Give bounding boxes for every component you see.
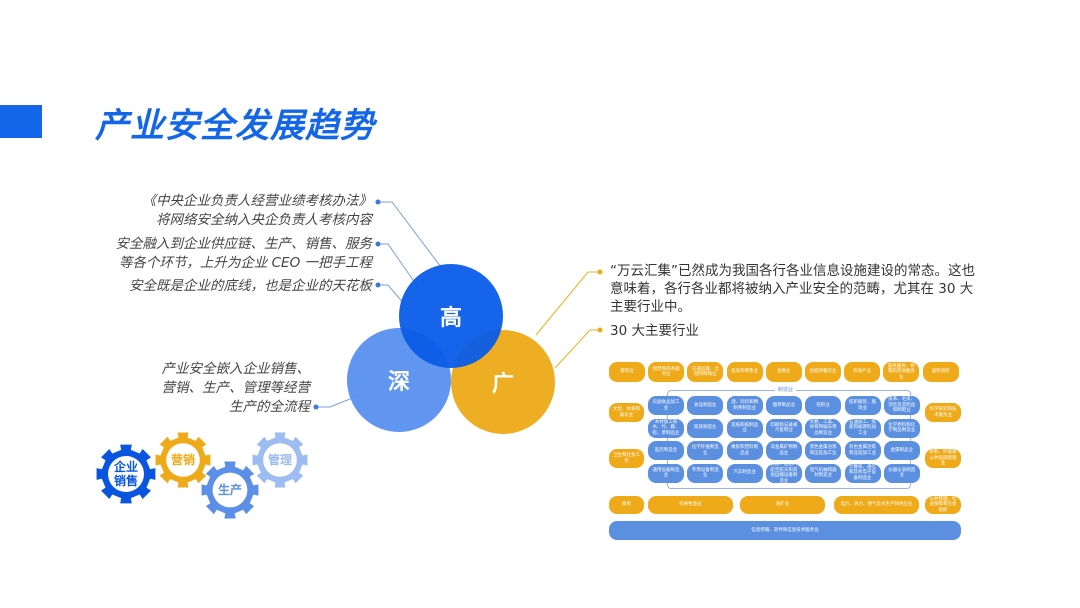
point-supply-chain: 安全融入到企业供应链、生产、销售、服务等各个环节，上升为企业 CEO 一把手工程 [115,236,373,271]
manufacturing-pill: 印刷和记录媒介复制业 [765,418,802,438]
industry-pill: 租赁和商务服务业 [648,362,685,382]
manufacturing-label: 制造业 [775,386,797,393]
manufacturing-pill: 文教、工美、体育和娱乐用品制造业 [805,418,842,438]
industry-pill: 房地产业 [844,362,881,382]
industry-pill: 居民服务、修理和其他服务业 [883,362,920,382]
industry-pill: 卫生和社会工作 [609,449,644,468]
manufacturing-pill: 仪器仪表制造业 [883,463,920,483]
manufacturing-pill: 医药制造业 [648,441,684,460]
gear-label: 管理 [267,453,292,467]
manufacturing-pill: 计算机、通信和其他电子设备制造业 [844,463,881,483]
manufacturing-pill: 专用设备制造业 [687,463,724,483]
manufacturing-pill: 造纸和纸制品业 [726,418,763,438]
industry-pill: 住宿和餐饮业 [805,362,841,382]
manufacturing-pill: 电气机械和器材制造业 [805,463,842,483]
point-full-process: 产业安全嵌入企业销售、营销、生产、管理等经营生产的全流程 [161,361,311,415]
manufacturing-pill: 汽车制造业 [726,463,763,483]
manufacturing-pill: 家具制造业 [687,418,724,438]
gear-icon [252,432,308,488]
point-baseline: 安全既是企业的底线，也是企业的天花板 [129,278,372,294]
gear-icon [96,444,156,504]
gear-icon [155,432,211,488]
industry-pill: 交通运输、仓储和邮政业 [687,362,724,382]
industry-pill: 电力、热力、燃气及水生产和供应业 [834,496,919,514]
manufacturing-pill: 酒、饮料和精制茶制造业 [726,396,763,415]
industry-pill: 教育 [609,496,644,514]
manufacturing-pill: 皮革、毛皮、羽毛及其制品和制鞋业 [883,396,920,415]
manufacturing-pill: 农副食品加工业 [648,396,684,415]
industry-pill: 文化、体育和娱乐业 [609,403,644,422]
industry-pill: 采矿业 [740,496,825,514]
point-assessment: 《中央企业负责人经营业绩考核办法》将网络安全纳入央企负责人考核内容 [142,193,373,228]
manufacturing-pill: 非金属矿物制品业 [765,441,802,460]
industry-pill: 农林牧渔业 [648,496,733,514]
industry-pill: 水利、环境和公共设施管理业 [925,449,961,468]
page-title: 产业安全发展趋势 [95,106,375,146]
manufacturing-pill: 铁路、船舶、航空航天和其他运输设备制造业 [765,462,802,484]
manufacturing-pill: 纺织业 [805,396,842,415]
manufacturing-pill: 有色金属冶炼和压延加工业 [844,441,881,460]
gear-label: 生产 [217,483,242,497]
manufacturing-pill: 橡胶和塑料制品业 [726,441,763,460]
manufacturing-pill: 化学纤维制造业 [687,441,724,460]
gear-label: 营销 [170,453,195,467]
manufacturing-pill: 石油加工、炼焦和核燃料加工业 [844,418,881,438]
manufacturing-pill: 纺织服装、服饰业 [844,396,881,415]
manufacturing-pill: 通用设备制造业 [648,463,684,483]
manufacturing-pill: 木材加工和木、竹、藤、棕、草制品业 [648,418,684,438]
gear-label: 企业销售 [113,460,138,488]
manufacturing-pill: 化学原料和化学制品制造业 [883,418,920,438]
manufacturing-pill: 金属制品业 [883,441,920,460]
industry-pill: 公共管理、社会保障和社会组织 [925,496,961,514]
industry-pill: 批发和零售业 [726,362,763,382]
manufacturing-pill: 食品制造业 [687,396,724,415]
point-cloud: “万云汇集”已然成为我国各行各业信息设施建设的常态。这也意味着，各行各业都将被纳… [610,263,975,315]
industry-pill: 金融业 [765,362,802,382]
point-30-industries: 30 大主要行业 [610,323,699,339]
industry-pill: 科学研究和技术服务业 [925,403,961,422]
gear-icon [201,461,259,519]
industry-pill: 建筑业 [609,362,645,382]
industry-base-bar: 信息传输、软件和信息技术服务业 [609,521,961,540]
title-accent-bar [0,105,42,138]
circle-high: 高 [399,264,503,368]
manufacturing-pill: 烟草制品业 [765,396,802,415]
industry-pill: 国际组织 [922,362,959,382]
manufacturing-pill: 黑色金属冶炼和压延加工业 [805,441,842,460]
